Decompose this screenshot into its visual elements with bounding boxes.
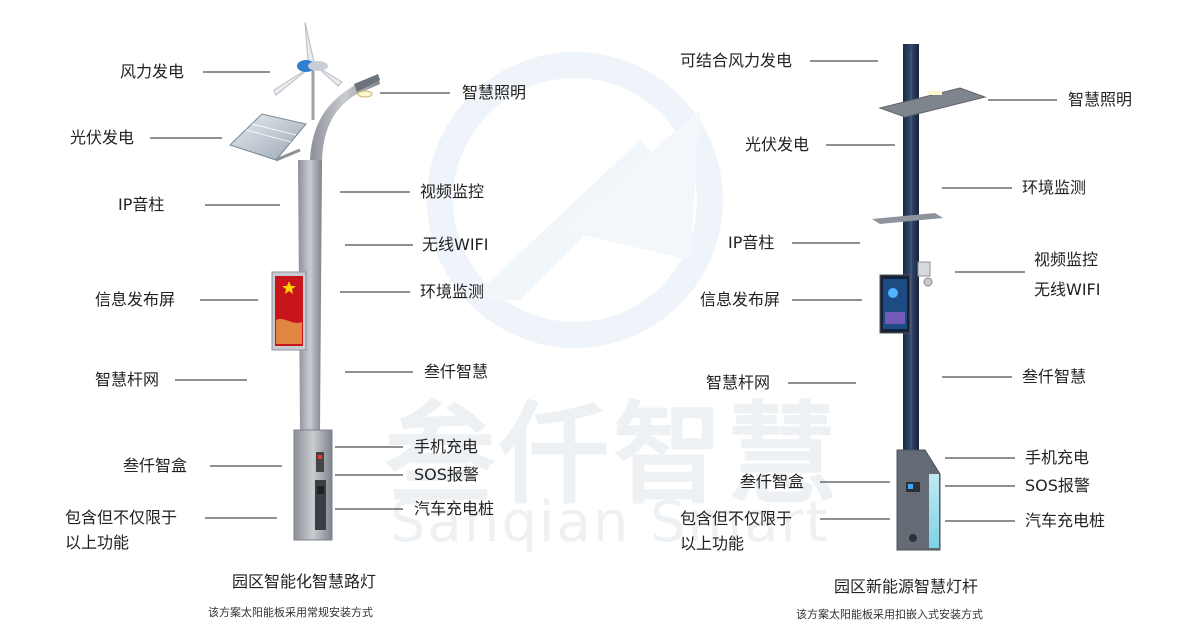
- watermark-text-cn: 叁仟智慧: [385, 391, 841, 519]
- label-solar-power: 光伏发电: [745, 135, 810, 154]
- label-wind-power: 风力发电: [120, 62, 185, 81]
- label-include-line1: 包含但不仅限于: [680, 509, 793, 528]
- label-wind-power-optional: 可结合风力发电: [680, 51, 793, 70]
- label-smart-box: 叁仟智盒: [740, 472, 805, 491]
- label-phone-charging: 手机充电: [414, 437, 479, 456]
- label-environment-monitor: 环境监测: [1022, 178, 1087, 197]
- watermark-text-en: Sanqian Smart: [390, 490, 830, 555]
- label-phone-charging: 手机充电: [1025, 448, 1090, 467]
- label-environment-monitor: 环境监测: [420, 282, 485, 301]
- label-video-surveillance: 视频监控: [1034, 250, 1099, 269]
- label-brand: 叁仟智慧: [1022, 367, 1087, 386]
- label-ev-charger: 汽车充电桩: [414, 499, 495, 518]
- label-ev-charger: 汽车充电桩: [1025, 511, 1106, 530]
- label-pole-network: 智慧杆网: [95, 370, 160, 389]
- label-sos-alarm: SOS报警: [1025, 476, 1090, 495]
- label-info-screen: 信息发布屏: [95, 290, 176, 309]
- right-subcaption: 该方案太阳能板采用扣嵌入式安装方式: [796, 608, 983, 621]
- label-ip-speaker: IP音柱: [118, 195, 165, 214]
- label-brand: 叁仟智慧: [424, 362, 489, 381]
- label-ip-speaker: IP音柱: [728, 233, 775, 252]
- label-smart-box: 叁仟智盒: [123, 456, 188, 475]
- label-pole-network: 智慧杆网: [706, 373, 771, 392]
- right-caption: 园区新能源智慧灯杆: [834, 577, 979, 596]
- label-smart-lighting: 智慧照明: [462, 83, 527, 102]
- label-video-surveillance: 视频监控: [420, 182, 485, 201]
- left-subcaption: 该方案太阳能板采用常规安装方式: [208, 606, 373, 619]
- label-info-screen: 信息发布屏: [700, 290, 781, 309]
- label-sos-alarm: SOS报警: [414, 465, 479, 484]
- label-include-line2: 以上功能: [65, 533, 130, 552]
- label-solar-power: 光伏发电: [70, 128, 135, 147]
- label-include-line2: 以上功能: [680, 534, 745, 553]
- label-wireless-wifi: 无线WIFI: [422, 235, 489, 254]
- label-smart-lighting: 智慧照明: [1068, 90, 1133, 109]
- label-include-line1: 包含但不仅限于: [65, 508, 178, 527]
- label-wireless-wifi: 无线WIFI: [1034, 280, 1101, 299]
- left-caption: 园区智能化智慧路灯: [232, 572, 377, 591]
